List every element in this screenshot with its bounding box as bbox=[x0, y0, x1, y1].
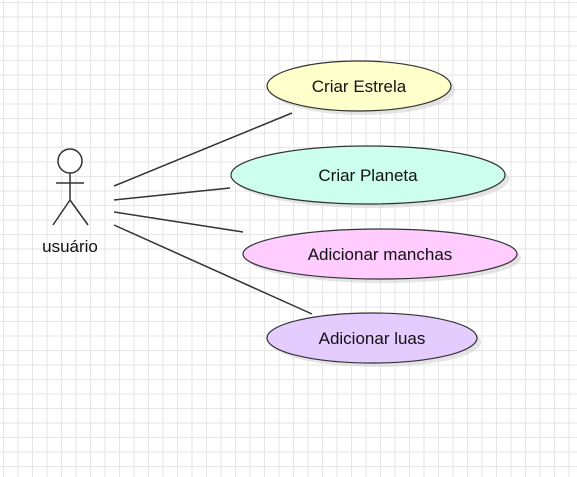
association-criar-planeta[interactable] bbox=[113, 187, 231, 201]
use-case-ellipse bbox=[242, 228, 518, 280]
actor-head bbox=[57, 148, 83, 174]
association-adicionar-luas[interactable] bbox=[113, 224, 313, 315]
use-case-criar-planeta[interactable]: Criar Planeta bbox=[230, 145, 509, 208]
actor-usuario[interactable]: usuário bbox=[42, 148, 98, 256]
actor-left-leg bbox=[52, 199, 71, 226]
use-case-ellipse bbox=[266, 60, 452, 112]
use-case-adicionar-luas[interactable]: Adicionar luas bbox=[266, 312, 481, 367]
association-criar-estrela[interactable] bbox=[113, 112, 293, 187]
actor-right-leg bbox=[69, 199, 89, 226]
use-case-adicionar-manchas[interactable]: Adicionar manchas bbox=[242, 228, 521, 283]
association-adicionar-manchas[interactable] bbox=[113, 211, 244, 233]
use-case-label: Adicionar manchas bbox=[308, 245, 453, 264]
use-case-criar-estrela[interactable]: Criar Estrela bbox=[266, 60, 455, 115]
use-case-label: Criar Planeta bbox=[318, 166, 418, 185]
use-case-label: Adicionar luas bbox=[319, 329, 426, 348]
use-case-label: Criar Estrela bbox=[312, 77, 407, 96]
associations bbox=[113, 112, 313, 315]
use-case-ellipse bbox=[230, 145, 506, 205]
use-case-ellipse bbox=[266, 312, 478, 364]
actor-label: usuário bbox=[42, 237, 98, 256]
